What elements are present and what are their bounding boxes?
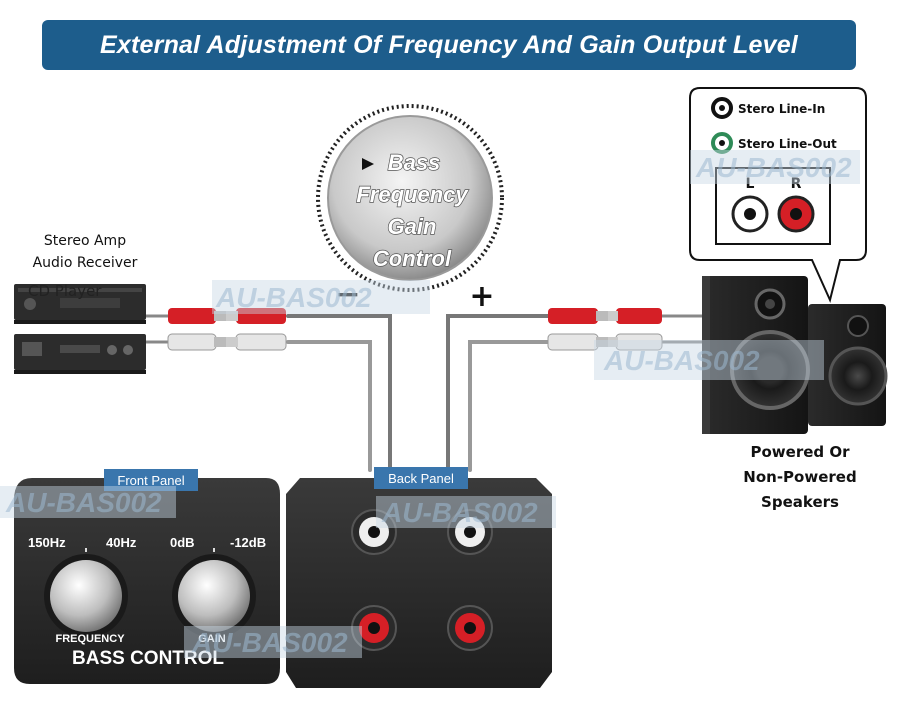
speaker-inputs-callout <box>689 87 867 304</box>
knob-plus-sign: + <box>469 279 494 314</box>
back-red-jack-left <box>351 605 397 651</box>
cd-label-text: CD Player <box>28 282 102 300</box>
knob-text-gain: Gain <box>388 214 437 239</box>
knob-text-frequency: Frequency <box>356 182 469 207</box>
back-panel-box <box>286 478 552 688</box>
freq-low-label: 40Hz <box>106 535 137 550</box>
bass-control-brand: BASS CONTROL <box>72 648 224 669</box>
frequency-knob-label: FREQUENCY <box>55 633 125 645</box>
knob-text-control: Control <box>373 246 452 271</box>
page-title: External Adjustment Of Frequency And Gai… <box>100 31 798 59</box>
back-panel-tag: Back Panel <box>374 467 468 489</box>
back-red-jack-right <box>447 605 493 651</box>
front-panel-tag-label: Front Panel <box>117 473 184 488</box>
watermark-front-panel: AU-BAS002 <box>5 487 162 518</box>
cd-player-label: CD Player <box>28 282 148 300</box>
front-panel-tag: Front Panel <box>104 469 198 491</box>
right-channel-label: R <box>791 176 802 192</box>
back-white-jack-right <box>447 509 493 555</box>
speakers-label-line3: Speakers <box>761 493 839 511</box>
watermark-center-top: AU-BAS002 <box>215 282 372 313</box>
gain-knob-label: GAIN <box>198 633 226 645</box>
line-in-label: Stero Line-In <box>738 102 825 116</box>
speakers-label: Powered Or Non-Powered Speakers <box>720 440 880 515</box>
knob-text-bass: Bass <box>388 150 441 175</box>
gain-knob-icon <box>178 560 250 632</box>
rca-plugs-speakers <box>547 308 663 351</box>
watermark-back-panel: AU-BAS002 <box>381 497 538 528</box>
watermark-callout: AU-BAS002 <box>695 152 852 183</box>
amp-receiver-label: Stereo Amp Audio Receiver <box>10 230 160 274</box>
front-panel-box <box>14 478 280 684</box>
speakers-label-line1: Powered Or <box>750 443 850 461</box>
amp-label-line2: Audio Receiver <box>32 255 138 271</box>
gain-low-label: -12dB <box>230 535 266 550</box>
knob-minus-sign: − <box>335 277 360 312</box>
gain-high-label: 0dB <box>170 535 195 550</box>
speaker-rear <box>808 304 888 426</box>
title-banner: External Adjustment Of Frequency And Gai… <box>42 20 856 70</box>
back-white-jack-left <box>351 509 397 555</box>
speaker-front <box>702 276 810 434</box>
speakers-label-line2: Non-Powered <box>743 468 857 486</box>
knob-pointer-icon <box>362 158 374 170</box>
frequency-knob-icon <box>50 560 122 632</box>
cd-player <box>14 334 146 374</box>
watermark-bottom: AU-BAS002 <box>191 627 348 658</box>
watermark-speakers: AU-BAS002 <box>603 345 760 376</box>
line-out-label: Stero Line-Out <box>738 137 837 151</box>
bass-control-knob <box>316 104 504 292</box>
back-panel-tag-label: Back Panel <box>388 471 454 486</box>
amp-label-line1: Stereo Amp <box>43 233 127 249</box>
left-channel-label: L <box>746 176 755 192</box>
rca-plugs-source <box>167 308 287 351</box>
amp-receiver <box>14 284 146 324</box>
freq-high-label: 150Hz <box>28 535 66 550</box>
